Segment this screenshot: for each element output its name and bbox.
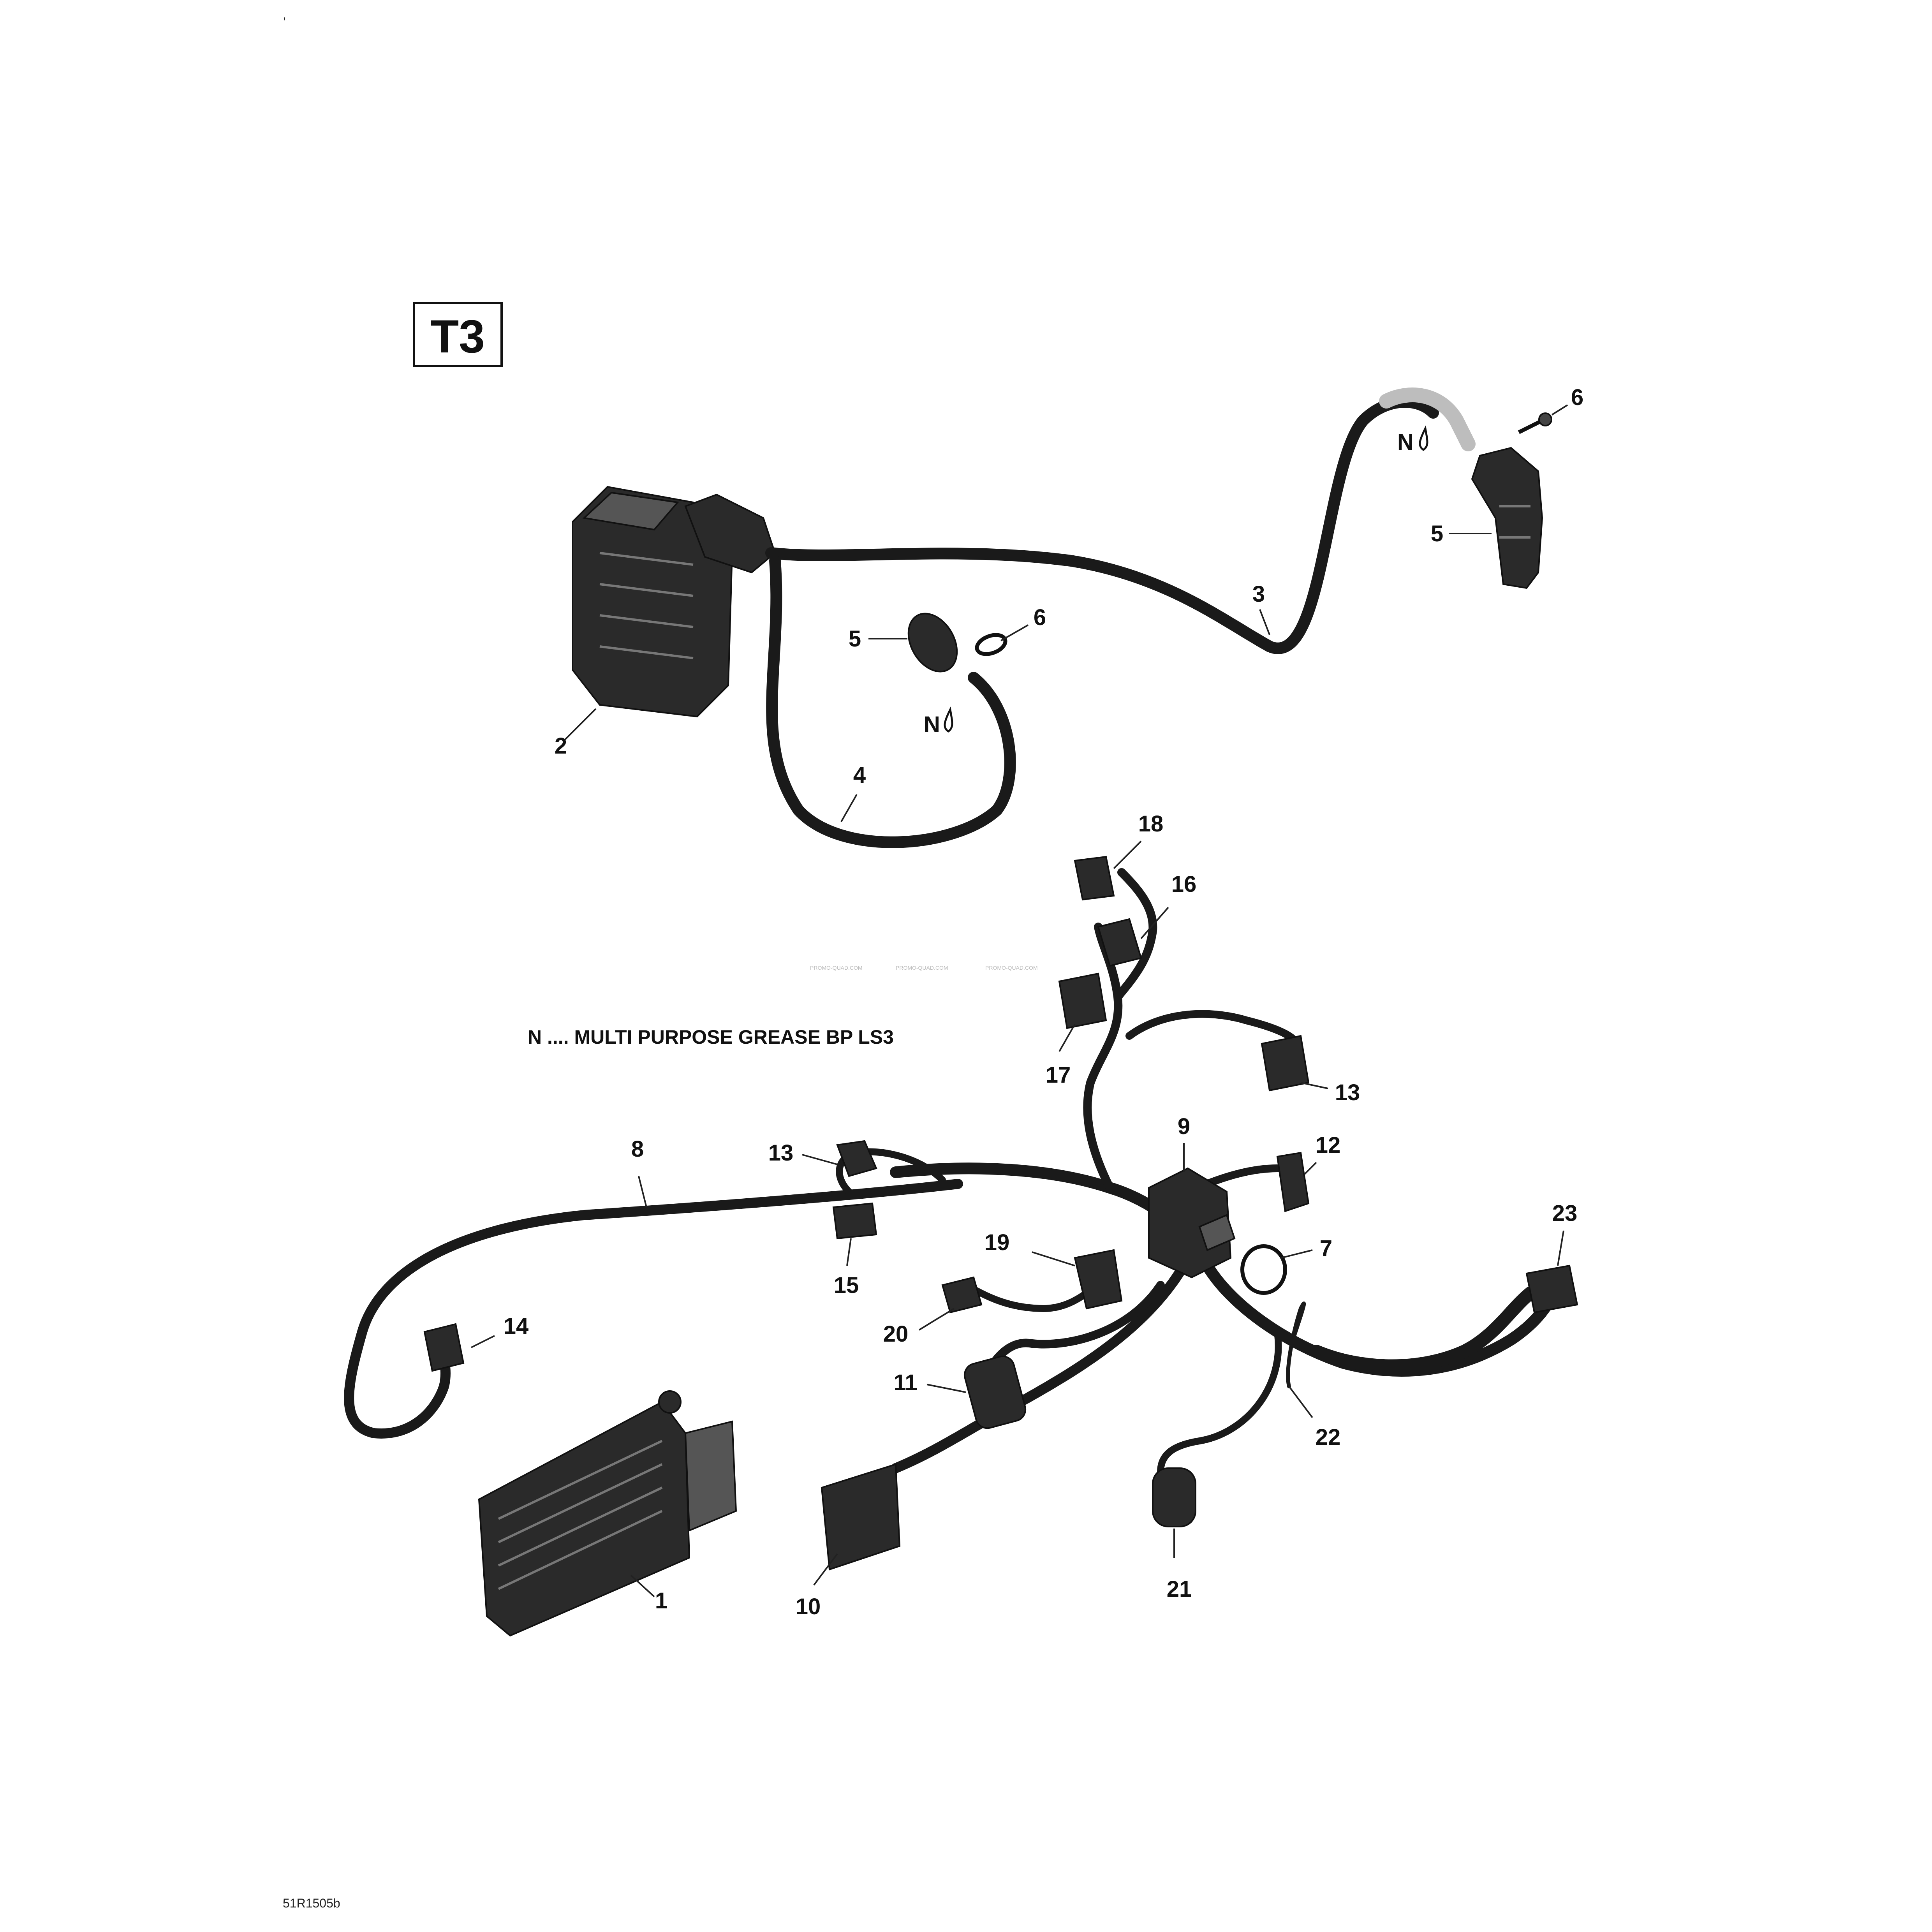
spark-plug-wire-short: [766, 555, 1016, 848]
model-box: T3: [413, 302, 503, 367]
watermark-2: PROMO-QUAD.COM: [896, 965, 948, 971]
callout-19: 19: [984, 1230, 1010, 1255]
harness-branch-11: [985, 1281, 1165, 1375]
model-box-label: T3: [430, 310, 485, 363]
grease-symbol-right-label: N: [1397, 430, 1414, 455]
callout-6-center: 6: [1034, 605, 1046, 630]
harness-branch-13-upper: [1125, 1010, 1301, 1048]
engine-control-module: [478, 1390, 737, 1637]
callout-13-left: 13: [768, 1140, 794, 1166]
spark-plug-cap-center: [907, 613, 958, 673]
connector-20: [941, 1276, 983, 1314]
callout-7: 7: [1320, 1236, 1332, 1261]
harness-branch-10: [891, 1261, 1189, 1473]
callout-16: 16: [1171, 872, 1197, 897]
callout-5-right: 5: [1431, 521, 1443, 546]
callout-17: 17: [1046, 1062, 1071, 1088]
callout-3: 3: [1252, 581, 1265, 607]
watermarks: PROMO-QUAD.COM PROMO-QUAD.COM PROMO-QUAD…: [810, 965, 1038, 971]
connector-17: [1058, 972, 1107, 1029]
cable-tie: [1240, 1244, 1287, 1295]
callout-8: 8: [631, 1136, 644, 1162]
callout-18: 18: [1138, 811, 1164, 837]
clip-ring-center: [975, 633, 1007, 656]
callout-9: 9: [1178, 1114, 1190, 1139]
drawing-code: 51R1505b: [283, 1896, 340, 1910]
grease-symbol-center-label: N: [924, 712, 940, 737]
grease-symbol-right: N: [1397, 425, 1428, 455]
harness-trunk: [890, 1162, 1560, 1377]
connector-15: [832, 1202, 877, 1240]
watermark-3: PROMO-QUAD.COM: [985, 965, 1038, 971]
ignition-coil: [572, 486, 733, 718]
connector-13-upper: [1261, 1035, 1310, 1092]
connector-18: [1074, 856, 1115, 901]
fuse-relay-box: [1148, 1167, 1236, 1279]
callout-10: 10: [796, 1594, 821, 1619]
harness-loop: [1286, 1302, 1306, 1388]
grease-legend: N .... MULTI PURPOSE GREASE BP LS3: [528, 1026, 894, 1048]
grease-symbol-center: N: [924, 706, 953, 737]
callout-4: 4: [853, 763, 866, 788]
connector-19: [1074, 1249, 1123, 1310]
harness-branch-left: [344, 1179, 963, 1439]
screw-right: [1518, 412, 1552, 434]
spark-plug-wire-long: [765, 396, 1439, 654]
callout-20: 20: [883, 1321, 909, 1347]
callout-6-right: 6: [1571, 385, 1583, 410]
callouts: 1 2 3 4 5 5 6 6 7 8 9 10 11: [471, 385, 1583, 1619]
callout-14: 14: [504, 1314, 529, 1339]
spark-plug-cap-right: [1471, 447, 1543, 589]
watermark-1: PROMO-QUAD.COM: [810, 965, 863, 971]
connector-14: [423, 1323, 465, 1372]
callout-22: 22: [1316, 1425, 1341, 1450]
harness-branch-23: [1310, 1286, 1537, 1373]
harness-branch-21: [1157, 1328, 1282, 1476]
connector-13-left: [836, 1140, 877, 1177]
connector-21: [1152, 1467, 1196, 1527]
callout-21: 21: [1167, 1576, 1192, 1602]
wire-sleeve: [1379, 387, 1476, 451]
callout-15: 15: [834, 1273, 859, 1298]
callout-1: 1: [655, 1588, 667, 1613]
callout-2: 2: [555, 733, 567, 759]
connector-12: [1276, 1152, 1310, 1212]
connector-16: [1097, 918, 1142, 967]
callout-23: 23: [1552, 1201, 1578, 1226]
connector-10: [821, 1463, 901, 1571]
callout-11: 11: [893, 1370, 917, 1395]
corner-mark: ,: [283, 7, 286, 21]
connector-23: [1525, 1265, 1578, 1314]
callout-5-center: 5: [849, 626, 861, 652]
callout-12: 12: [1316, 1132, 1341, 1158]
connector-11: [963, 1355, 1027, 1429]
callout-13-upper: 13: [1335, 1080, 1360, 1105]
